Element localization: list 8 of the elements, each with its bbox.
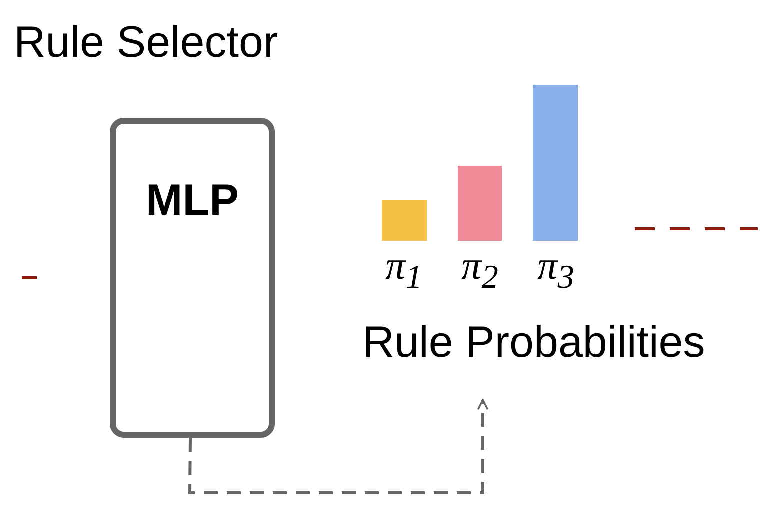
title: Rule Selector <box>14 18 278 68</box>
symbol-label: π$_{2}$ <box>460 246 500 294</box>
arrow <box>188 399 489 494</box>
symbol-label: π$_{3}$ <box>536 246 576 294</box>
node-label: MLP <box>146 176 239 225</box>
node-label: Rule Probabilities <box>362 318 706 367</box>
process-box <box>110 118 275 438</box>
symbol-label: π$_{1}$ <box>384 246 424 294</box>
